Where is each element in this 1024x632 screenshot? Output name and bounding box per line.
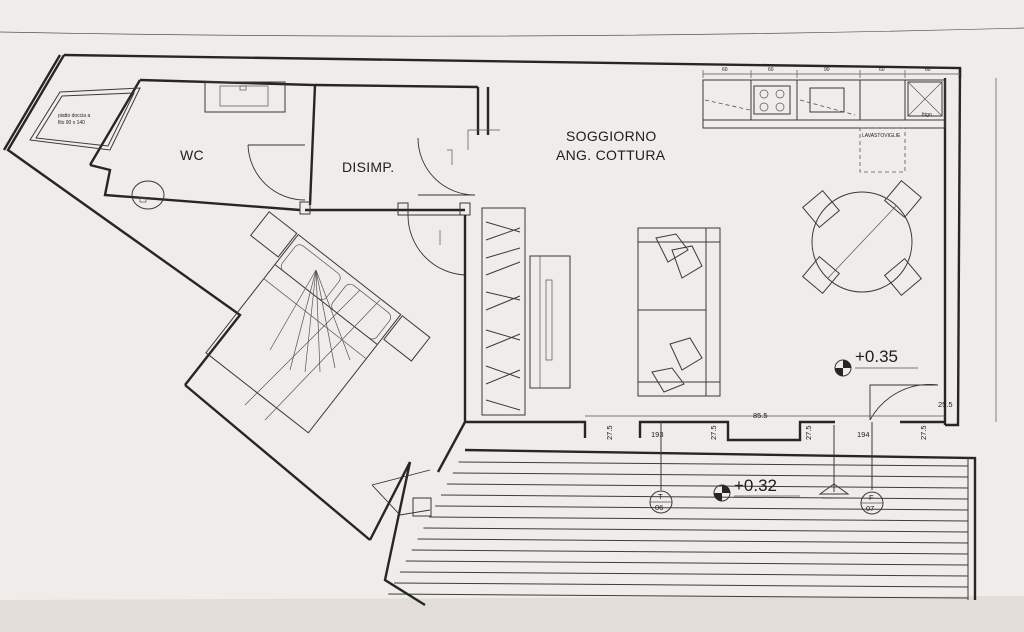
dishwasher-unit xyxy=(859,127,906,173)
room-label-soggiorno: SOGGIORNO xyxy=(566,128,657,144)
elevation-label-terrace: +0.32 xyxy=(734,476,777,495)
room-label-wc: WC xyxy=(180,147,204,163)
dim-window-right: 194 xyxy=(857,430,870,439)
deck-board-line xyxy=(417,538,969,544)
deck-board-line xyxy=(440,494,969,500)
deck-board-line xyxy=(405,560,969,566)
fridge xyxy=(907,81,943,117)
dim-pier-1: 27.5 xyxy=(605,425,614,440)
living-room: SOGGIORNO ANG. COTTURA xyxy=(529,67,960,421)
kitchen-counter: LAVASTOVIGLIE frigo xyxy=(702,79,946,173)
terrace-decking xyxy=(383,448,977,607)
shower-note-line2: filo 90 x 140 xyxy=(58,120,85,126)
wc-door-swing xyxy=(247,144,306,201)
window-tag-left: T 06 xyxy=(649,422,673,514)
kitchen-dimension-line: 60 60 90 60 60 xyxy=(702,67,960,78)
dim-opening-mid: 85.5 xyxy=(753,411,768,420)
elevation-marker-terrace: +0.32 xyxy=(713,476,800,502)
kitchen-dim-3: 90 xyxy=(824,67,830,73)
terrace-door xyxy=(371,469,432,517)
elevation-marker-interior: +0.35 xyxy=(834,347,918,377)
wardrobe-outline xyxy=(481,207,526,416)
facade-dimensions: 27.5 193 27.5 85.5 27.5 194 27.5 25.5 xyxy=(585,78,997,440)
room-label-disimpegno: DISIMP. xyxy=(342,159,394,175)
window-tag-right-letter: F xyxy=(869,493,874,502)
dim-pier-2: 27.5 xyxy=(709,425,718,440)
tv-cabinet xyxy=(529,255,571,389)
kitchen-sink xyxy=(809,87,845,113)
deck-board-line xyxy=(429,516,969,522)
deck-board-line xyxy=(388,593,969,599)
nightstand-right xyxy=(383,315,431,362)
dim-corner: 25.5 xyxy=(938,400,953,409)
deck-board-line xyxy=(435,505,969,511)
bed-dimension-fan xyxy=(269,269,351,373)
paper-fold-line xyxy=(0,27,1024,37)
deck-board-line xyxy=(394,582,969,588)
deck-board-line xyxy=(399,571,969,577)
shower-note-line1: piatto doccia a xyxy=(58,113,90,119)
cooktop xyxy=(753,85,791,115)
disimpegno-room: DISIMP. xyxy=(299,83,500,276)
wc-sink xyxy=(204,81,286,113)
window-tag-right: F 07 xyxy=(860,422,884,515)
window-tag-left-number: 06 xyxy=(655,503,663,512)
kitchen-dim-2: 60 xyxy=(768,67,774,73)
exterior-walls xyxy=(2,53,962,541)
deck-board-line xyxy=(411,549,969,555)
nightstand-left xyxy=(249,211,298,258)
bedroom xyxy=(205,207,526,434)
wardrobe-hangers xyxy=(485,221,521,411)
room-label-angolo-cottura: ANG. COTTURA xyxy=(556,147,666,163)
bathroom-door-swing xyxy=(417,137,476,196)
paper-shade xyxy=(0,596,1024,632)
dim-pier-3: 27.5 xyxy=(804,425,813,440)
deck-board-line xyxy=(458,461,969,467)
deck-board-line xyxy=(446,483,969,489)
dishwasher-label: LAVASTOVIGLIE xyxy=(862,133,901,139)
kitchen-dim-1: 60 xyxy=(722,67,728,73)
entrance-door-swing xyxy=(869,384,939,421)
kitchen-dim-4: 60 xyxy=(879,67,885,73)
deck-board-line xyxy=(423,527,969,533)
window-tag-right-number: 07 xyxy=(866,504,874,513)
fridge-label: frigo xyxy=(922,112,932,118)
deck-board-line xyxy=(452,472,969,478)
window-tag-left-letter: T xyxy=(658,492,663,501)
dim-pier-4: 27.5 xyxy=(919,425,928,440)
sofa xyxy=(637,227,721,397)
dining-table xyxy=(801,179,923,297)
section-marker xyxy=(818,425,850,499)
dim-window-left: 193 xyxy=(651,430,664,439)
toilet-bowl xyxy=(131,180,165,210)
kitchen-dim-5: 60 xyxy=(925,67,931,73)
elevation-label-interior: +0.35 xyxy=(855,347,898,366)
